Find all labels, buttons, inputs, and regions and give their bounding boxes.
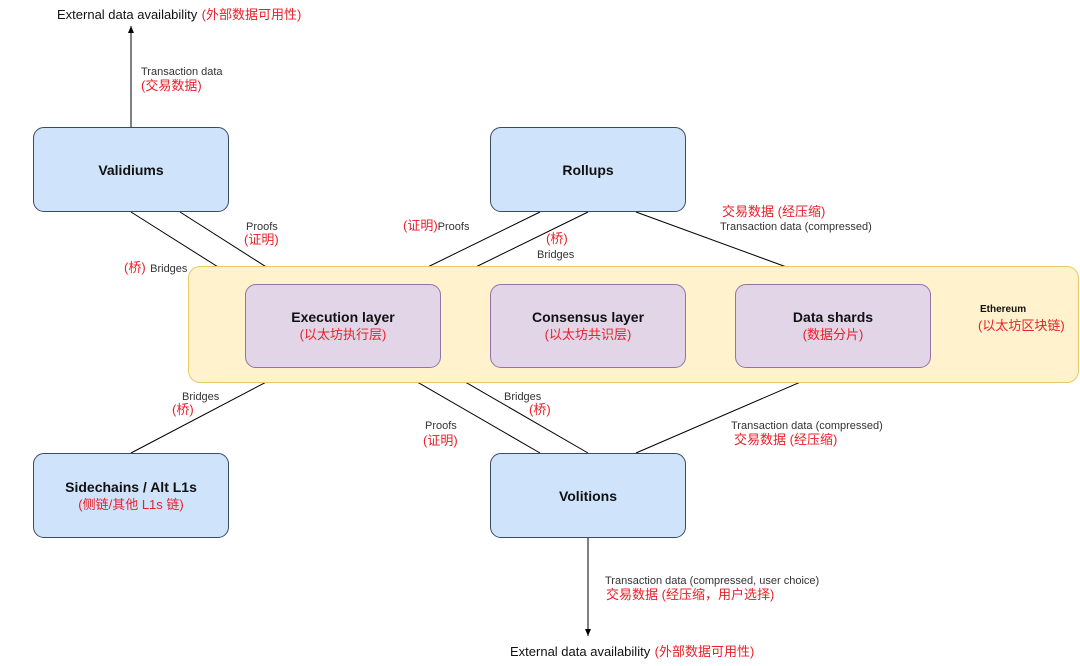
sidechains-title: Sidechains / Alt L1s	[65, 478, 197, 495]
volitions-node[interactable]: Volitions	[490, 453, 686, 538]
execution-layer-title: Execution layer	[291, 309, 395, 325]
ext-da-top-en: External data availability	[57, 7, 198, 22]
rollups-txdata-zh: 交易数据 (经压缩)	[722, 204, 826, 219]
volitions-bridges-en: Bridges	[504, 391, 542, 403]
volitions-txdata-zh: 交易数据 (经压缩)	[734, 432, 838, 447]
rollups-txdata-en: Transaction data (compressed)	[720, 221, 872, 233]
sidechains-bridges-en: Bridges	[182, 391, 220, 403]
ext-da-bottom: External data availability (外部数据可用性)	[510, 645, 754, 659]
ext-da-top-zh: (外部数据可用性)	[201, 7, 302, 22]
validiums-txdata-zh: (交易数据)	[141, 78, 202, 93]
rollups-proofs-en: Proofs	[437, 221, 470, 233]
sidechains-node[interactable]: Sidechains / Alt L1s (侧链/其他 L1s 链)	[33, 453, 229, 538]
validiums-txdata-en: Transaction data	[141, 66, 223, 78]
execution-layer-node[interactable]: Execution layer (以太坊执行层)	[245, 284, 441, 368]
data-shards-title: Data shards	[792, 309, 874, 325]
validiums-bridges-zh: (桥)	[124, 260, 146, 275]
ext-da-bottom-en: External data availability	[510, 644, 651, 659]
data-shards-node[interactable]: Data shards (数据分片)	[735, 284, 931, 368]
ext-da-bottom-zh: (外部数据可用性)	[654, 644, 755, 659]
consensus-layer-title: Consensus layer	[531, 309, 645, 325]
validiums-proofs-en: Proofs	[246, 221, 278, 233]
execution-layer-subtitle: (以太坊执行层)	[299, 327, 387, 342]
volitions-ext-en: Transaction data (compressed, user choic…	[605, 575, 820, 587]
consensus-layer-subtitle: (以太坊共识层)	[544, 327, 632, 342]
volitions-title: Volitions	[558, 487, 618, 504]
volitions-ext-zh: 交易数据 (经压缩，用户选择)	[606, 587, 775, 602]
rollups-node[interactable]: Rollups	[490, 127, 686, 212]
ext-da-top: External data availability (外部数据可用性)	[57, 8, 301, 22]
ethereum-label-zh: (以太坊区块链)	[978, 318, 1065, 333]
validiums-bridges-label: (桥) Bridges	[124, 261, 187, 276]
validiums-bridges-en: Bridges	[150, 263, 188, 275]
volitions-proofs-en: Proofs	[425, 420, 457, 432]
rollups-proofs-label: (证明)Proofs	[403, 219, 469, 234]
data-shards-subtitle: (数据分片)	[802, 327, 864, 342]
ethereum-label: Ethereum	[980, 304, 1027, 315]
rollups-bridges-zh: (桥)	[546, 231, 568, 246]
sidechains-subtitle: (侧链/其他 L1s 链)	[78, 496, 184, 512]
rollups-bridges-en: Bridges	[537, 249, 575, 261]
validiums-title: Validiums	[98, 161, 164, 178]
consensus-layer-node[interactable]: Consensus layer (以太坊共识层)	[490, 284, 686, 368]
volitions-proofs-zh: (证明)	[423, 433, 458, 448]
validiums-node[interactable]: Validiums	[33, 127, 229, 212]
volitions-bridges-zh: (桥)	[529, 402, 551, 417]
rollups-title: Rollups	[562, 161, 614, 178]
rollups-proofs-zh: (证明)	[403, 218, 438, 233]
sidechains-bridges-zh: (桥)	[172, 402, 194, 417]
volitions-txdata-en: Transaction data (compressed)	[731, 420, 883, 432]
validiums-proofs-zh: (证明)	[244, 232, 279, 247]
